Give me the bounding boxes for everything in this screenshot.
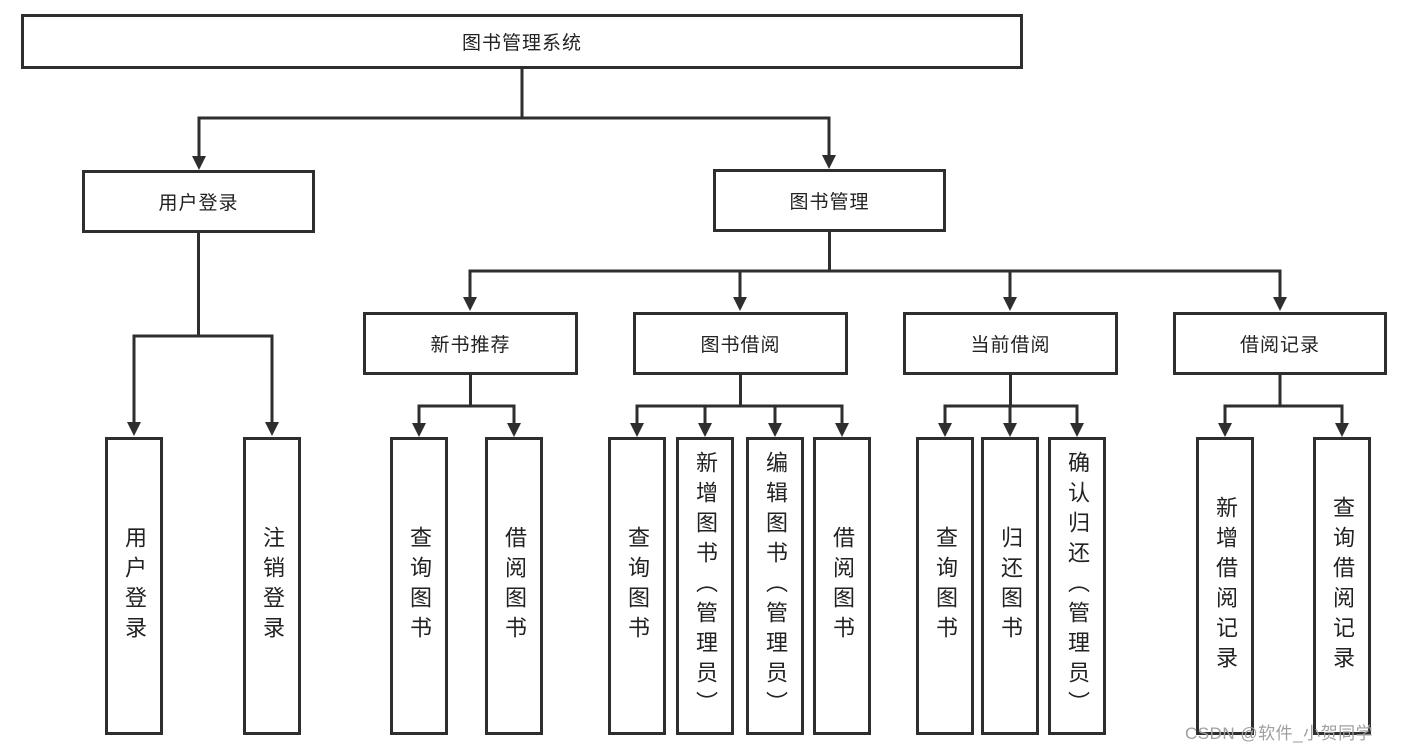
node-book-borrowing: 图书借阅 xyxy=(633,312,848,375)
leaf-label: 新增图书（管理员） xyxy=(693,451,718,721)
csdn-watermark: CSDN @软件_小贺同学 xyxy=(1185,724,1374,743)
leaf-label: 用户登录 xyxy=(122,526,147,646)
node-label: 借阅记录 xyxy=(1239,335,1320,356)
leaf-label: 借阅图书 xyxy=(830,526,855,646)
node-book-management: 图书管理 xyxy=(713,169,946,232)
leaf-label: 注销登录 xyxy=(260,526,285,646)
leaf-user-login: 用户登录 xyxy=(105,437,163,735)
leaf-label: 归还图书 xyxy=(998,526,1023,646)
leaf-query-borrow-record: 查询借阅记录 xyxy=(1313,437,1371,735)
leaf-label: 查询借阅记录 xyxy=(1330,496,1355,676)
leaf-label: 查询图书 xyxy=(933,526,958,646)
node-label: 用户登录 xyxy=(158,193,239,214)
leaf-confirm-return-admin: 确认归还（管理员） xyxy=(1048,437,1106,735)
node-user-login: 用户登录 xyxy=(82,170,315,233)
leaf-label: 借阅图书 xyxy=(502,526,527,646)
leaf-return-book: 归还图书 xyxy=(981,437,1039,735)
node-label: 图书借阅 xyxy=(700,335,781,356)
leaf-borrow-books: 借阅图书 xyxy=(813,437,871,735)
leaf-borrow-books-recommend: 借阅图书 xyxy=(485,437,543,735)
node-label: 当前借阅 xyxy=(970,335,1051,356)
node-borrowing-records: 借阅记录 xyxy=(1173,312,1387,375)
leaf-edit-book-admin: 编辑图书（管理员） xyxy=(746,437,804,735)
node-label: 新书推荐 xyxy=(430,335,511,356)
leaf-label: 编辑图书（管理员） xyxy=(763,451,788,721)
leaf-add-borrow-record: 新增借阅记录 xyxy=(1196,437,1254,735)
node-label: 图书管理 xyxy=(789,192,870,213)
leaf-add-book-admin: 新增图书（管理员） xyxy=(676,437,734,735)
node-current-borrowing: 当前借阅 xyxy=(903,312,1118,375)
node-system-root: 图书管理系统 xyxy=(21,14,1023,69)
node-new-book-recommend: 新书推荐 xyxy=(363,312,578,375)
leaf-label: 查询图书 xyxy=(407,526,432,646)
leaf-label: 查询图书 xyxy=(625,526,650,646)
leaf-query-books-borrow: 查询图书 xyxy=(608,437,666,735)
leaf-query-books-recommend: 查询图书 xyxy=(390,437,448,735)
leaf-label: 新增借阅记录 xyxy=(1213,496,1238,676)
leaf-label: 确认归还（管理员） xyxy=(1065,451,1090,721)
node-label: 图书管理系统 xyxy=(461,33,582,54)
leaf-logout: 注销登录 xyxy=(243,437,301,735)
leaf-query-books-current: 查询图书 xyxy=(916,437,974,735)
